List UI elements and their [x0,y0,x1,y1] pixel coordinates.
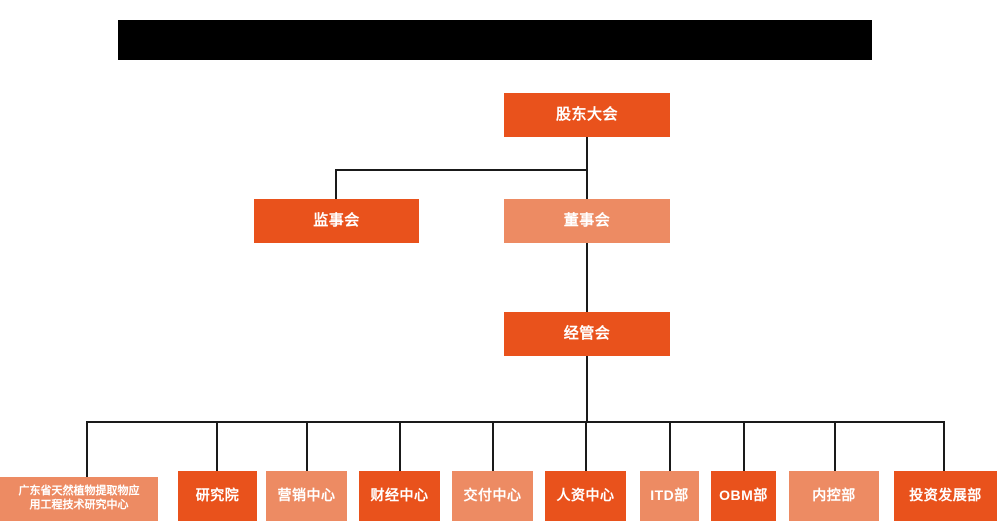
node-research-center[interactable]: 广东省天然植物提取物应 用工程技术研究中心 [0,477,158,521]
node-shareholders[interactable]: 股东大会 [504,93,670,137]
node-research-center-line2: 用工程技术研究中心 [29,499,129,511]
connector-drop-marketing [306,421,308,471]
node-hr[interactable]: 人资中心 [545,471,626,521]
node-marketing[interactable]: 营销中心 [266,471,347,521]
connector-level4-bus [86,421,944,423]
node-delivery[interactable]: 交付中心 [452,471,533,521]
connector-drop-investment [943,421,945,471]
connector-drop-supervisors [335,169,337,199]
node-supervisors[interactable]: 监事会 [254,199,419,243]
node-obm[interactable]: OBM部 [711,471,776,521]
node-finance[interactable]: 财经中心 [359,471,440,521]
connector-drop-obm [743,421,745,471]
connector-drop-internal-control [834,421,836,471]
connector-drop-hr [585,421,587,471]
connector-drop-institute [216,421,218,471]
node-management[interactable]: 经管会 [504,312,670,356]
connector-level2-bar [335,169,588,171]
connector-management-stem [586,356,588,422]
connector-drop-board [586,169,588,199]
node-itd[interactable]: ITD部 [640,471,699,521]
connector-drop-finance [399,421,401,471]
node-investment[interactable]: 投资发展部 [894,471,997,521]
connector-drop-itd [669,421,671,471]
connector-board-to-management [586,243,588,312]
connector-drop-delivery [492,421,494,471]
connector-shareholders-stem [586,137,588,170]
node-board[interactable]: 董事会 [504,199,670,243]
node-internal-control[interactable]: 内控部 [789,471,879,521]
connector-drop-research-center [86,421,88,477]
node-institute[interactable]: 研究院 [178,471,257,521]
redacted-title-bar [118,20,872,60]
node-research-center-line1: 广东省天然植物提取物应 [18,485,140,498]
